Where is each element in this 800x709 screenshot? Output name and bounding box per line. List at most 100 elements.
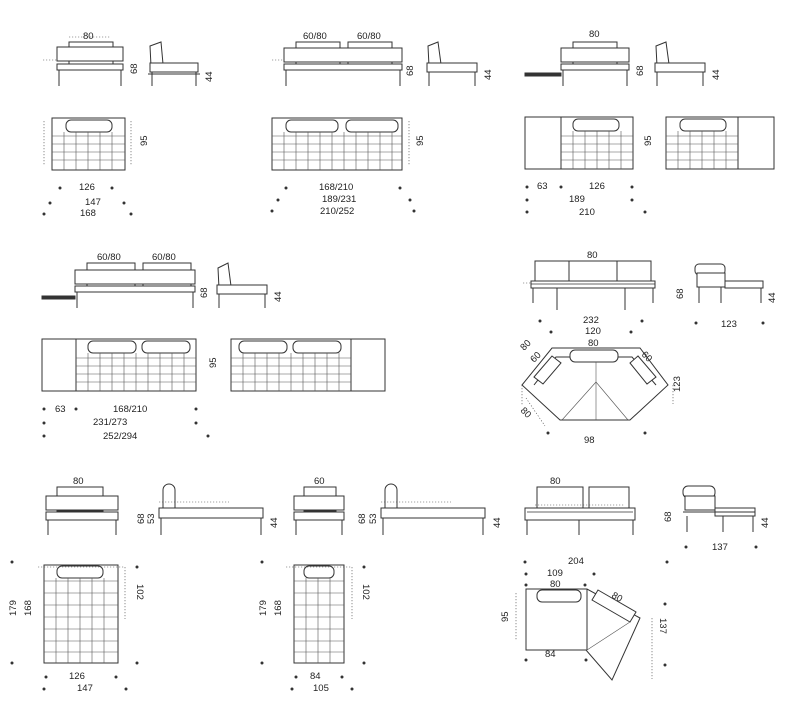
module-angled-sofa: 80 68 44 137 204 109 80 80 95 137 84	[500, 476, 771, 681]
dim-seat-height: 44	[483, 69, 494, 80]
dim-back-width: 80	[589, 29, 600, 40]
dim-width-3: 210	[579, 207, 595, 218]
dim-height: 68	[199, 287, 210, 298]
dim-width-2: 105	[313, 683, 329, 694]
plan-view	[521, 347, 674, 427]
dim-depth-left: 95	[500, 611, 511, 622]
front-view	[45, 486, 119, 535]
dim-width-bottom: 98	[584, 435, 595, 446]
module-sofa-168-210-table: 60/80 60/80 68 44	[41, 252, 386, 442]
module-sofa-126: 80 68 44 95 126 147 168	[42, 31, 215, 219]
side-view	[148, 41, 200, 86]
dim-depth-plan: 102	[360, 584, 371, 600]
plan-view-left	[41, 338, 197, 392]
dim-diag: 80	[610, 590, 625, 605]
front-view	[523, 260, 656, 310]
dim-depth-right: 137	[657, 618, 668, 634]
side-view	[682, 485, 756, 532]
dim-width-total: 204	[568, 556, 584, 567]
dim-seat-height: 44	[492, 517, 503, 528]
dim-width-1: 168/210	[319, 182, 353, 193]
side-view	[380, 483, 486, 535]
dim-width-1: 126	[79, 182, 95, 193]
dim-arm-height: 53	[368, 513, 379, 524]
plan-view-left	[524, 116, 634, 170]
dim-seat-height: 44	[760, 517, 771, 528]
dim-back-plan: 80	[588, 338, 599, 349]
front-view	[43, 36, 124, 86]
dim-back-width-a: 60/80	[97, 252, 121, 263]
dim-depth: 95	[139, 135, 150, 146]
side-view	[694, 263, 764, 303]
front-view	[524, 486, 636, 535]
side-view	[654, 41, 706, 86]
dim-depth: 95	[415, 135, 426, 146]
dim-height: 68	[663, 511, 674, 522]
plan-view	[515, 588, 653, 681]
plan-view	[38, 564, 126, 664]
side-view	[158, 483, 264, 535]
dim-seat-height: 44	[269, 517, 280, 528]
dim-length-b: 179	[258, 600, 269, 616]
plan-view	[286, 564, 353, 664]
dim-depth: 95	[643, 135, 654, 146]
dim-height: 68	[405, 65, 416, 76]
front-view	[41, 262, 196, 308]
dim-width-2: 189/231	[322, 194, 356, 205]
front-view	[524, 41, 630, 86]
dim-back-width: 80	[550, 476, 561, 487]
dim-length-a: 168	[23, 600, 34, 616]
dim-length-b: 179	[8, 600, 19, 616]
dim-back-width: 80	[587, 250, 598, 261]
dim-width-3: 210/252	[320, 206, 354, 217]
dim-height: 68	[129, 63, 140, 74]
dim-diag-left: 80	[518, 338, 533, 353]
dim-depth-side: 137	[712, 542, 728, 553]
front-view	[293, 486, 345, 535]
dim-width-2: 231/273	[93, 417, 127, 428]
dim-back-width: 80	[73, 476, 84, 487]
dim-depth-side: 123	[721, 319, 737, 330]
module-chaise-126: 80 68 53 44 179	[8, 476, 280, 694]
dim-length-a: 168	[273, 600, 284, 616]
dim-width-mid: 109	[547, 568, 563, 579]
module-sofa-168-210: 60/80 60/80 68 44	[270, 31, 494, 217]
dim-table-width: 63	[55, 404, 66, 415]
dim-diag-bottom: 80	[518, 405, 533, 420]
dim-width-2: 147	[77, 683, 93, 694]
dim-height: 68	[675, 288, 686, 299]
dim-height: 68	[635, 65, 646, 76]
dim-table-width: 63	[537, 181, 548, 192]
dim-arm-left: 60	[528, 350, 543, 365]
dim-back-width-a: 60/80	[303, 31, 327, 42]
plan-view-right	[665, 116, 775, 170]
plan-view	[43, 117, 132, 171]
dim-width-2: 147	[85, 197, 101, 208]
side-view	[216, 262, 268, 308]
side-view	[426, 41, 478, 86]
dim-width-1: 126	[69, 671, 85, 682]
dim-height: 68	[136, 513, 147, 524]
plan-view-right	[230, 338, 386, 392]
dim-seat-height: 44	[767, 292, 778, 303]
dim-depth-plan: 123	[672, 376, 683, 392]
dim-width-3: 252/294	[103, 431, 137, 442]
dim-width-2: 189	[569, 194, 585, 205]
dim-seat-height: 44	[711, 69, 722, 80]
dim-arm-height: 53	[146, 513, 157, 524]
dim-width-bottom: 84	[545, 649, 556, 660]
module-corner-sofa: 80 68 44 123 232 120 80 60	[518, 250, 778, 446]
dim-width-inner: 120	[585, 326, 601, 337]
dim-seat-height: 44	[204, 71, 215, 82]
dim-depth-plan: 102	[134, 584, 145, 600]
front-view	[272, 41, 403, 86]
plan-view	[271, 117, 410, 171]
dim-width-1: 84	[310, 671, 321, 682]
module-chaise-84: 60 68 53 44 179 168 102	[258, 476, 503, 694]
dim-depth: 95	[208, 357, 219, 368]
dim-width-3: 168	[80, 208, 96, 219]
dim-seat-height: 44	[273, 291, 284, 302]
dim-width-1: 126	[589, 181, 605, 192]
dim-back-width: 60	[314, 476, 325, 487]
